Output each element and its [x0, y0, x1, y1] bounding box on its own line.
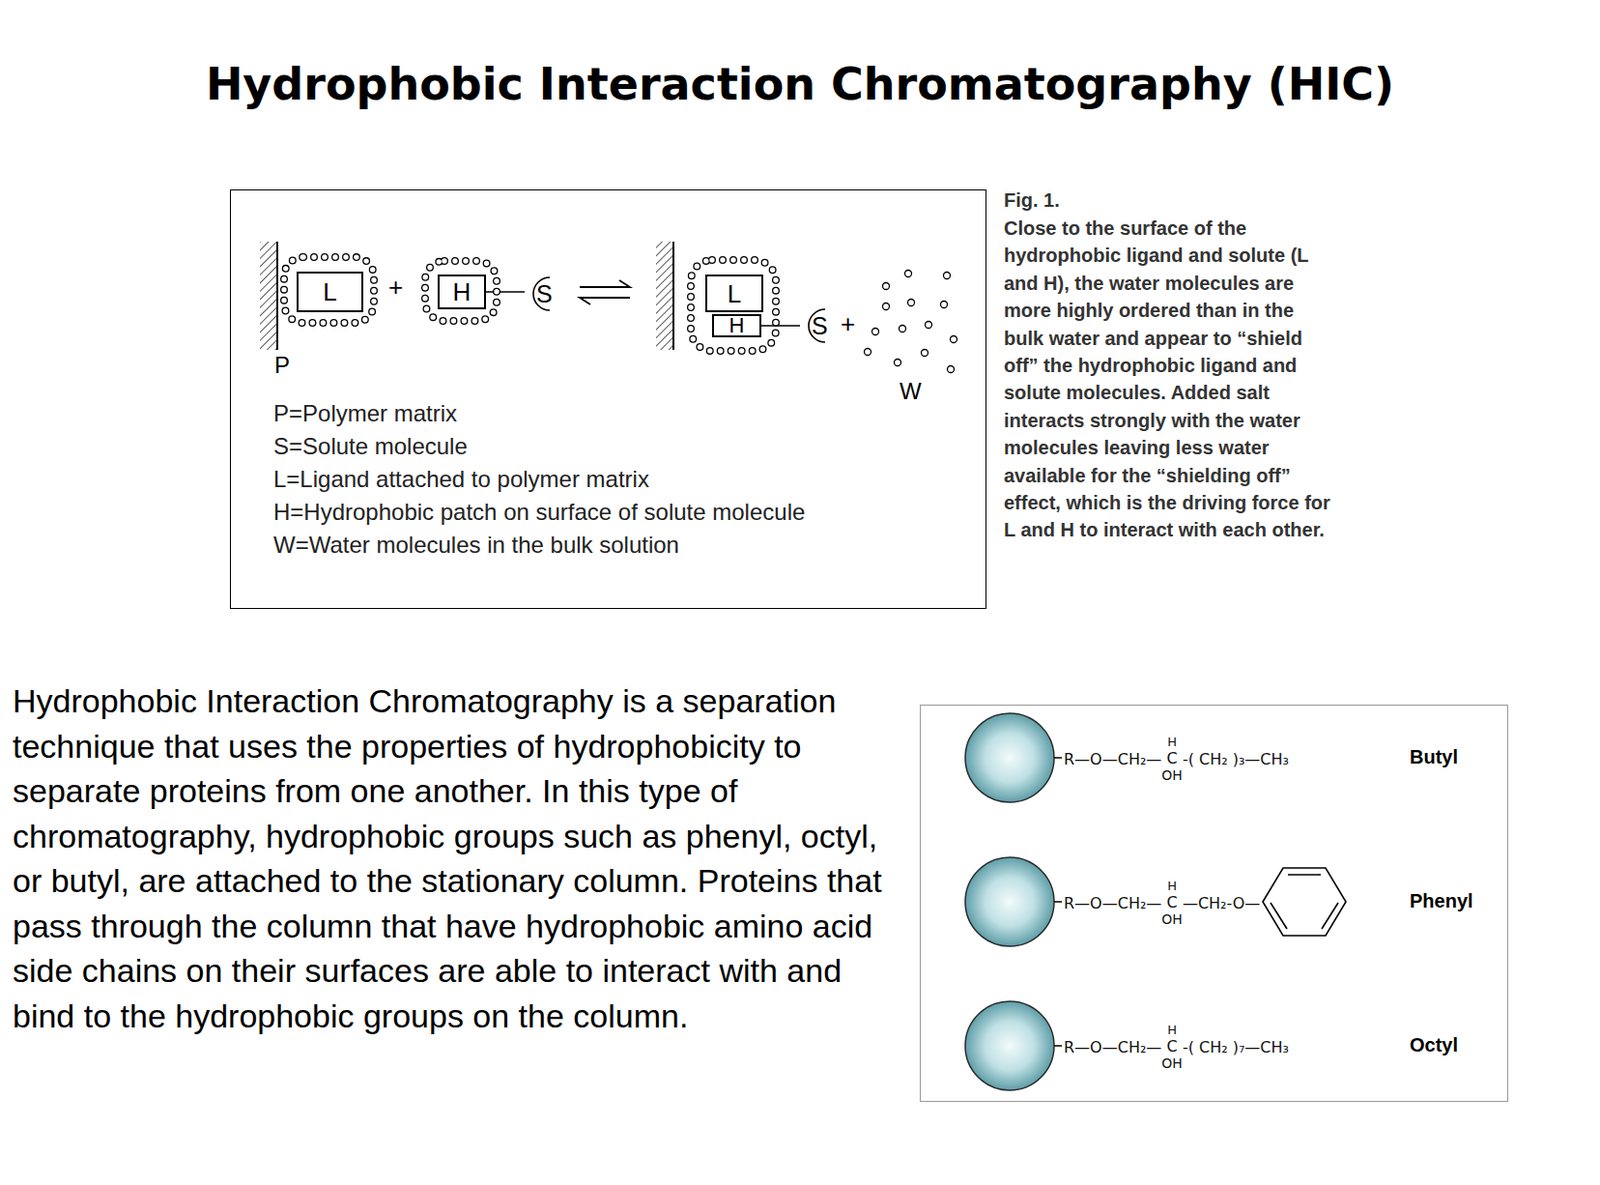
- formula-text: —CH₂-O—: [1182, 893, 1260, 913]
- solute-letter: S: [800, 314, 829, 339]
- box-letter: H: [729, 314, 745, 337]
- carbon-stack: HCOH: [1161, 1022, 1183, 1071]
- figure-box: P=Polymer matrixS=Solute moleculeL=Ligan…: [229, 189, 987, 609]
- hydroxyl-group: OH: [1161, 911, 1183, 927]
- bead-bond: [1054, 757, 1062, 1046]
- carbon-atom: C: [1167, 893, 1178, 912]
- formula-row: R—O—CH₂—HCOH-( CH₂ )₃—CH₃: [1063, 727, 1289, 790]
- ligand-name: Octyl: [1409, 1033, 1458, 1057]
- bond-line: [761, 324, 800, 327]
- legend-definition: S=Solute molecule: [273, 431, 468, 461]
- bond-line: [485, 290, 525, 293]
- formula-text: -( CH₂ )₃—CH₃: [1182, 749, 1289, 769]
- ordered-water-ring: [284, 257, 776, 351]
- figure-number: Fig. 1.: [1003, 187, 1060, 213]
- legend-definition: W=Water molecules in the bulk solution: [273, 530, 680, 560]
- formula-text: R—O—CH₂—: [1063, 1037, 1162, 1057]
- formula-row: R—O—CH₂—HCOH-( CH₂ )₇—CH₃: [1063, 1015, 1289, 1078]
- benzene-ring: [1260, 864, 1350, 939]
- water-label: W: [899, 379, 922, 403]
- ligand-box: L: [296, 271, 364, 313]
- hydroxyl-group: OH: [1161, 1055, 1183, 1071]
- carbon-stack: HCOH: [1161, 878, 1183, 927]
- ligand-structures-box: R—O—CH₂—HCOH-( CH₂ )₃—CH₃ButylR—O—CH₂—HC…: [919, 704, 1509, 1102]
- formula-text: R—O—CH₂—: [1063, 749, 1162, 769]
- box-letter: H: [453, 279, 472, 305]
- hydroxyl-group: OH: [1161, 767, 1183, 783]
- bulk-water-molecules: [864, 270, 958, 373]
- plus-sign: +: [388, 274, 403, 300]
- plus-sign: +: [840, 311, 856, 337]
- formula-text: -( CH₂ )₇—CH₃: [1182, 1037, 1289, 1057]
- ligand-name: Phenyl: [1409, 889, 1474, 913]
- box-letter: L: [322, 279, 337, 305]
- legend-definition: H=Hydrophobic patch on surface of solute…: [273, 497, 805, 527]
- polymer-label: P: [274, 353, 290, 377]
- hydrophobic-patch-box: H: [712, 314, 762, 338]
- ligand-name: Butyl: [1409, 745, 1458, 769]
- legend-definition: L=Ligand attached to polymer matrix: [273, 464, 650, 494]
- carbon-atom: C: [1167, 749, 1178, 768]
- hydrogen-atom: H: [1167, 734, 1177, 750]
- equilibrium-arrows: [579, 280, 630, 305]
- polymer-matrix-wall: [259, 241, 674, 350]
- solute-circle: S: [800, 308, 839, 343]
- title-text: Hydrophobic Interaction Chromatography (…: [0, 57, 1600, 111]
- solute-letter: S: [524, 282, 553, 307]
- ligand-box: L: [705, 274, 764, 313]
- carbon-stack: HCOH: [1161, 734, 1183, 783]
- body-paragraph: Hydrophobic Interaction Chromatography i…: [12, 678, 887, 1038]
- solute-circle: S: [524, 276, 564, 312]
- hydrogen-atom: H: [1167, 878, 1177, 894]
- hydrogen-atom: H: [1167, 1022, 1177, 1038]
- figure-caption: Close to the surface of the hydrophobic …: [1003, 214, 1338, 544]
- hydrophobic-patch-box: H: [437, 274, 486, 310]
- formula-text: R—O—CH₂—: [1063, 893, 1162, 913]
- carbon-atom: C: [1167, 1037, 1178, 1056]
- box-letter: L: [727, 281, 742, 307]
- bead: [965, 713, 1055, 1090]
- legend-definition: P=Polymer matrix: [273, 399, 458, 429]
- formula-row: R—O—CH₂—HCOH—CH₂-O—: [1063, 871, 1260, 934]
